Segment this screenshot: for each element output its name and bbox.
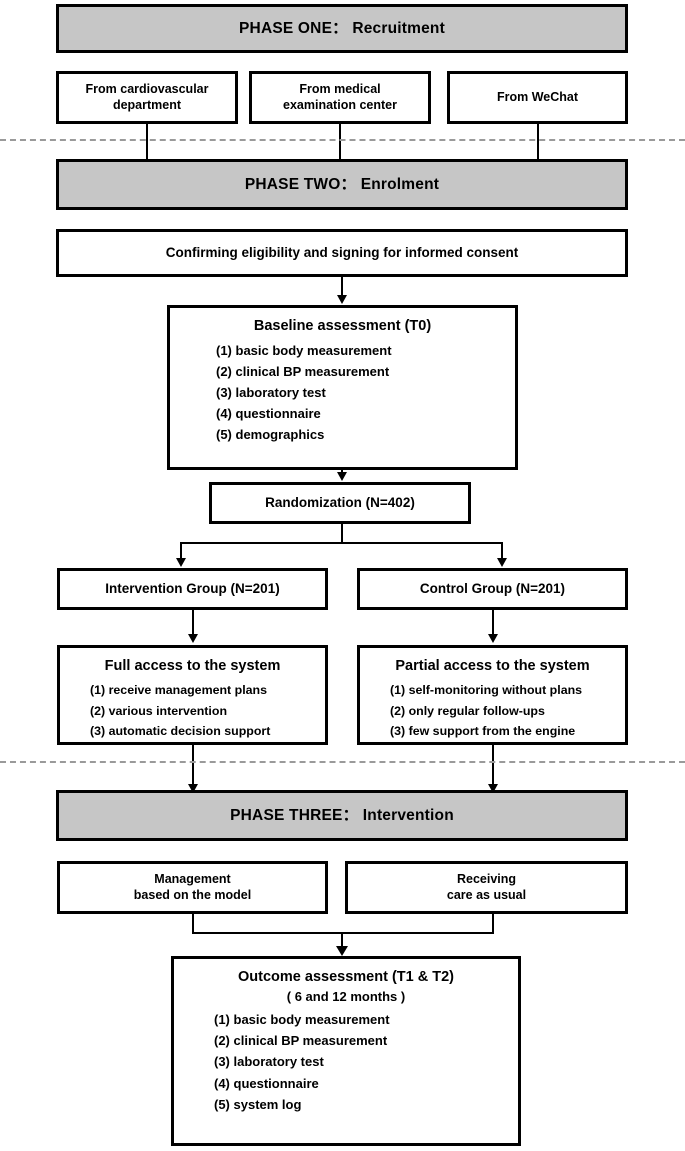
informed-consent-box: Confirming eligibility and signing for i…: [56, 229, 628, 277]
outcome-title: Outcome assessment (T1 & T2): [238, 969, 454, 985]
outcome-item: (5) system log: [214, 1096, 302, 1112]
outcome-item: (2) clinical BP measurement: [214, 1033, 388, 1049]
full-access-item: (1) receive management plans: [90, 683, 267, 698]
phase-one-banner-label: PHASE ONE： Recruitment: [239, 19, 445, 37]
baseline-item: (4) questionnaire: [216, 406, 321, 422]
partial-access-box: Partial access to the system (1) self-mo…: [357, 645, 628, 745]
phase-two-banner: PHASE TWO： Enrolment: [56, 159, 628, 210]
care-line-2: based on the model: [133, 887, 252, 902]
outcome-subtitle: ( 6 and 12 months ): [286, 989, 406, 1005]
recruitment-source-cardiovascular: From cardiovascular department: [56, 71, 238, 124]
partial-access-item: (1) self-monitoring without plans: [390, 683, 583, 698]
phase-separator-two-three: [0, 761, 685, 763]
full-access-box: Full access to the system (1) receive ma…: [57, 645, 328, 745]
partial-access-title: Partial access to the system: [395, 658, 590, 674]
source-line-2: examination center: [283, 97, 397, 112]
full-access-item: (2) various intervention: [90, 703, 228, 718]
connector-source1-to-phase-two: [146, 124, 148, 165]
receiving-care-as-usual-box: Receiving care as usual: [345, 861, 628, 914]
connector-bus-to-intervention: [180, 542, 182, 560]
care-line-2: care as usual: [446, 887, 527, 902]
recruitment-source-medical-exam: From medical examination center: [249, 71, 431, 124]
full-access-title: Full access to the system: [104, 658, 281, 674]
outcome-item: (3) laboratory test: [214, 1054, 324, 1070]
baseline-title: Baseline assessment (T0): [253, 318, 432, 334]
connector-randomization-bus: [180, 542, 503, 544]
control-group-box: Control Group (N=201): [357, 568, 628, 610]
baseline-item-list: (1) basic body measurement (2) clinical …: [170, 340, 515, 445]
source-line-1: From WeChat: [496, 89, 579, 104]
phase-separator-one-two: [0, 139, 685, 141]
source-line-1: From medical: [299, 81, 381, 96]
randomization-label: Randomization (N=402): [265, 494, 415, 510]
arrowhead-phase-three-right: [488, 784, 498, 793]
arrowhead-phase-three-left: [188, 784, 198, 793]
intervention-group-label: Intervention Group (N=201): [105, 580, 280, 596]
arrowhead-baseline: [337, 295, 347, 304]
outcome-assessment-box: Outcome assessment (T1 & T2) ( 6 and 12 …: [171, 956, 521, 1146]
full-access-item-list: (1) receive management plans (2) various…: [60, 680, 325, 742]
arrowhead-partial-access: [488, 634, 498, 643]
randomization-box: Randomization (N=402): [209, 482, 471, 524]
arrowhead-control-group: [497, 558, 507, 567]
phase-one-banner: PHASE ONE： Recruitment: [56, 4, 628, 53]
connector-merge-bus: [192, 932, 494, 934]
connector-merge-stem: [341, 932, 343, 950]
baseline-item: (2) clinical BP measurement: [216, 364, 390, 380]
intervention-group-box: Intervention Group (N=201): [57, 568, 328, 610]
phase-two-banner-label: PHASE TWO： Enrolment: [244, 175, 440, 193]
outcome-item: (1) basic body measurement: [214, 1012, 390, 1028]
baseline-item: (1) basic body measurement: [216, 343, 392, 359]
outcome-item-list: (1) basic body measurement (2) clinical …: [174, 1009, 518, 1114]
arrowhead-randomization: [337, 472, 347, 481]
full-access-item: (3) automatic decision support: [90, 724, 271, 739]
connector-randomization-stem: [341, 524, 343, 543]
care-line-1: Management: [154, 871, 231, 886]
informed-consent-label: Confirming eligibility and signing for i…: [165, 244, 519, 260]
arrowhead-outcome-assessment: [336, 946, 348, 956]
arrowhead-full-access: [188, 634, 198, 643]
partial-access-item: (3) few support from the engine: [390, 724, 576, 739]
connector-partial-access-to-phase-three: [492, 745, 494, 787]
partial-access-item-list: (1) self-monitoring without plans (2) on…: [360, 680, 625, 742]
phase-three-banner: PHASE THREE： Intervention: [56, 790, 628, 841]
recruitment-source-wechat: From WeChat: [447, 71, 628, 124]
connector-management-down: [192, 914, 194, 933]
baseline-assessment-box: Baseline assessment (T0) (1) basic body …: [167, 305, 518, 470]
connector-bus-to-control: [501, 542, 503, 560]
connector-source3-to-phase-two: [537, 124, 539, 165]
connector-control-group-to-access: [492, 610, 494, 636]
baseline-item: (3) laboratory test: [216, 385, 326, 401]
care-line-1: Receiving: [456, 871, 517, 886]
connector-source2-to-phase-two: [339, 124, 341, 165]
outcome-item: (4) questionnaire: [214, 1075, 319, 1091]
phase-three-banner-label: PHASE THREE： Intervention: [230, 806, 454, 824]
connector-full-access-to-phase-three: [192, 745, 194, 787]
connector-intervention-group-to-access: [192, 610, 194, 636]
arrowhead-intervention-group: [176, 558, 186, 567]
source-line-1: From cardiovascular: [85, 81, 209, 96]
control-group-label: Control Group (N=201): [419, 580, 566, 596]
baseline-item: (5) demographics: [216, 427, 325, 443]
partial-access-item: (2) only regular follow-ups: [390, 703, 545, 718]
management-based-on-model-box: Management based on the model: [57, 861, 328, 914]
connector-receiving-care-down: [492, 914, 494, 933]
source-line-2: department: [112, 97, 182, 112]
connector-consent-to-baseline: [341, 277, 343, 297]
